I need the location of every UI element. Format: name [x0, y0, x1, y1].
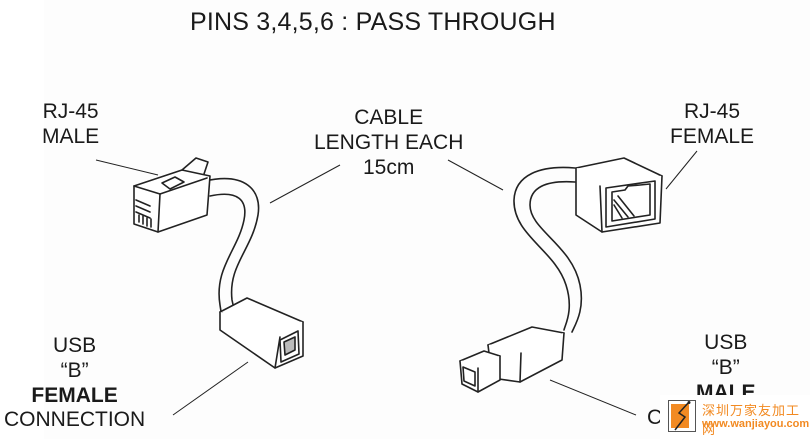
label-usb-b-male-connection-partial: C — [647, 406, 663, 429]
label-rj45-male: RJ-45 MALE — [42, 100, 99, 150]
watermark: 深圳万家友加工网 www.wanjiayou.com — [660, 395, 810, 439]
callout-rj45-female — [665, 150, 698, 190]
label-usb-b-female: USB “B” FEMALE CONNECTION — [4, 334, 145, 433]
label-line: USB — [704, 331, 748, 354]
callout-rj45-male — [95, 159, 159, 176]
label-line: “B” — [60, 358, 89, 382]
watermark-cn-text: 深圳万家友加工网 — [702, 403, 801, 437]
callout-usb-male — [549, 379, 637, 416]
left-margin-band — [0, 0, 44, 439]
label-line: FEMALE — [31, 383, 118, 407]
label-line: LENGTH EACH — [314, 130, 464, 154]
callout-cable-left — [269, 164, 341, 204]
label-line: USB — [52, 334, 97, 357]
callout-usb-female — [172, 361, 249, 416]
label-rj45-female: RJ-45 FEMALE — [670, 100, 754, 150]
left-cable — [204, 177, 260, 319]
label-line: “B” — [711, 355, 740, 379]
label-line: MALE — [42, 124, 100, 148]
label-line: CONNECTION — [4, 408, 146, 432]
watermark-url: www.wanjiayou.com — [702, 418, 810, 430]
label-cable-length: CABLE LENGTH EACH 15cm — [314, 106, 463, 180]
watermark-logo-icon — [668, 400, 696, 432]
callout-cable-right — [447, 159, 504, 191]
rj45-female-connector — [575, 157, 663, 233]
label-line: CABLE — [354, 106, 424, 129]
label-line: RJ-45 — [684, 100, 741, 123]
label-line: 15cm — [363, 155, 415, 179]
right-cable — [513, 166, 583, 333]
usb-b-female-connector — [219, 297, 304, 369]
label-line: RJ-45 — [42, 100, 99, 123]
label-line: FEMALE — [670, 124, 755, 148]
rj45-male-connector — [133, 157, 211, 233]
diagram-title: PINS 3,4,5,6 : PASS THROUGH — [190, 8, 556, 36]
usb-b-male-connector — [459, 326, 565, 393]
callout-lines — [95, 150, 698, 416]
